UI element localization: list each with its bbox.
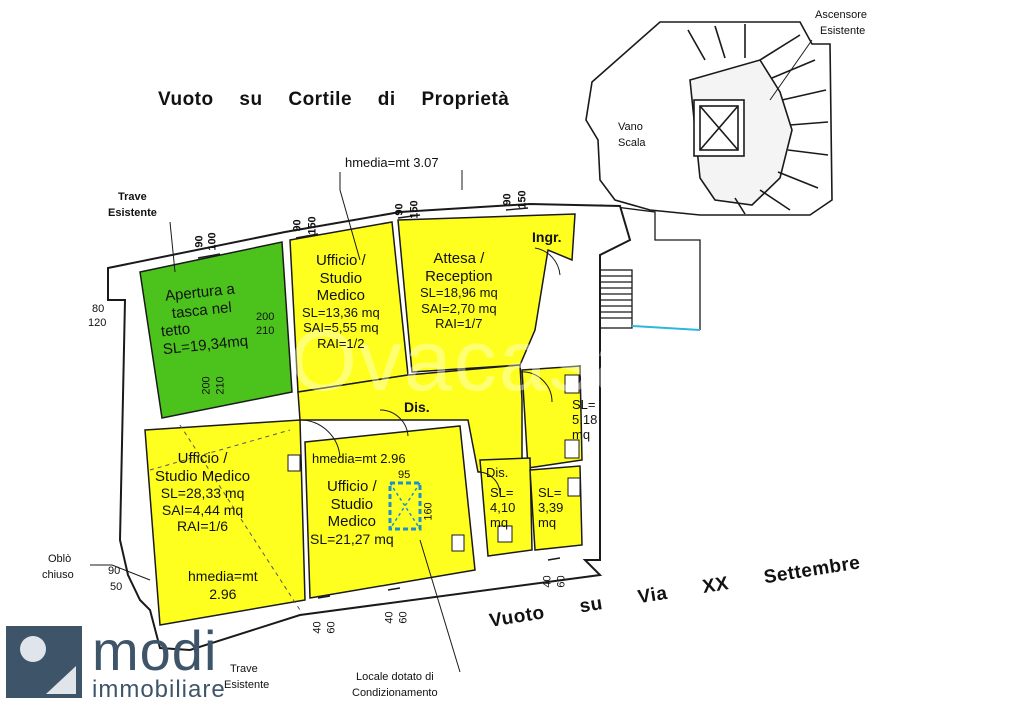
oblo-caption: Oblò xyxy=(48,553,72,565)
room-tasca-label: Apertura a tasca nel tetto SL=19,34mq xyxy=(157,280,249,359)
room-ufficio-1-line-6: RAI=1/2 xyxy=(317,335,365,351)
dim-120: 120 xyxy=(88,317,107,329)
dim-w4-b: 150 xyxy=(516,190,529,209)
room-wc-2-line-2: 4,10 xyxy=(490,499,516,515)
room-ufficio-2 xyxy=(144,419,306,626)
dim-w2-b: 150 xyxy=(306,216,319,235)
room-ufficio-1-line-5: SAI=5,55 mq xyxy=(303,320,379,336)
dim-b1-a: 40 xyxy=(311,621,324,634)
stair-caption-2: Scala xyxy=(618,137,646,149)
ac-note: Locale dotato di xyxy=(356,671,434,683)
dim-b3-a: 40 xyxy=(541,575,554,588)
beam-top-caption: Trave xyxy=(118,191,147,203)
room-tasca xyxy=(139,241,293,419)
room-dis-label: Dis. xyxy=(404,399,430,415)
room-wc-2-label: SL= 4,10 mq xyxy=(490,485,516,531)
elevator-caption: Ascensore xyxy=(815,9,867,21)
room-ufficio-2-line-2: Studio Medico xyxy=(155,467,251,485)
room-ufficio-3-line-4: Medico xyxy=(327,513,377,531)
dim-80: 80 xyxy=(92,303,105,315)
room-attesa-line-4: SAI=2,70 mq xyxy=(421,300,497,316)
room-ufficio-2-line-7: 2.96 xyxy=(209,585,237,602)
beam-bottom-caption: Trave xyxy=(230,663,258,675)
room-ufficio-1-line-1: Ufficio / xyxy=(315,252,366,269)
room-ufficio-2-line-6: hmedia=mt xyxy=(188,568,258,584)
room-ufficio-1-line-4: SL=13,36 mq xyxy=(302,305,380,321)
beam-bottom-caption-2: Esistente xyxy=(224,679,270,691)
room-attesa xyxy=(397,213,576,373)
hmedia-top: hmedia=mt 3.07 xyxy=(345,155,439,170)
dim-w3-b: 150 xyxy=(408,200,421,219)
room-wc-1-line-2: 5,18 xyxy=(572,411,598,427)
dim-w3-a: 90 xyxy=(393,203,406,216)
room-wc-2-line-1: SL= xyxy=(490,485,514,500)
dim-w1-b: 100 xyxy=(206,232,219,251)
dim-w4-a: 90 xyxy=(501,193,514,206)
room-ufficio-2-line-3: SL=28,33 mq xyxy=(160,485,245,502)
room-wc-1-line-3: mq xyxy=(572,426,591,442)
room-ufficio-2-label: Ufficio / Studio Medico SL=28,33 mq SAI=… xyxy=(155,450,250,535)
room-ufficio-3-label: Ufficio / Studio Medico SL=21,27 mq xyxy=(310,478,394,548)
elevator-caption-2: Esistente xyxy=(820,25,866,37)
room-dis-2-label: Dis. xyxy=(486,465,509,480)
room-wc-3-line-1: SL= xyxy=(538,485,562,500)
room-attesa-line-1: Attesa / xyxy=(433,250,485,267)
room-wc-3-line-2: 3,39 xyxy=(538,499,564,515)
room-wc-2-line-3: mq xyxy=(490,514,509,530)
room-wc-2 xyxy=(479,457,533,557)
room-wc-1-line-1: SL= xyxy=(572,397,596,412)
dim-b2-b: 60 xyxy=(397,611,410,624)
room-ufficio-1-line-3: Medico xyxy=(316,287,366,305)
room-ufficio-2-line-5: RAI=1/6 xyxy=(177,518,229,535)
room-attesa-label: Attesa / Reception SL=18,96 mq SAI=2,70 … xyxy=(420,250,498,331)
brand-subtitle: immobiliare xyxy=(92,676,226,703)
room-wc-3-line-3: mq xyxy=(538,514,557,530)
dim-210-b: 210 xyxy=(214,376,227,395)
room-attesa-line-3: SL=18,96 mq xyxy=(420,285,498,301)
oblo-caption-2: chiuso xyxy=(42,569,74,581)
dim-50: 50 xyxy=(110,581,123,593)
dim-210-a: 210 xyxy=(256,325,275,337)
dim-w2-a: 90 xyxy=(291,219,304,232)
beam-top-caption-2: Esistente xyxy=(108,207,157,219)
room-ufficio-2-line-1: Ufficio / xyxy=(177,450,228,467)
dim-b2-a: 40 xyxy=(383,611,396,624)
watermark: Ovacasa xyxy=(290,313,644,409)
brand-name: modi xyxy=(92,619,218,682)
brand-logo-icon xyxy=(6,626,82,698)
stair-caption: Vano xyxy=(618,121,643,133)
room-ufficio-3-line-3: Studio xyxy=(330,495,374,513)
room-ufficio-3-line-5: SL=21,27 mq xyxy=(310,531,394,548)
dim-200-b: 200 xyxy=(200,376,213,395)
stairwell xyxy=(585,21,833,216)
room-ingr-label: Ingr. xyxy=(532,229,562,245)
dim-200-a: 200 xyxy=(256,311,275,323)
room-wc-3-label: SL= 3,39 mq xyxy=(538,485,564,531)
courtyard-caption: Vuoto su Cortile di Proprietà xyxy=(158,89,510,110)
dim-b3-b: 60 xyxy=(555,575,568,588)
dim-160: 160 xyxy=(422,502,435,521)
ac-unit-marker xyxy=(388,481,422,531)
window-marks xyxy=(197,207,561,599)
room-ufficio-2-height: hmedia=mt 2.96 xyxy=(188,568,258,603)
dim-95: 95 xyxy=(398,469,411,481)
leader-lines xyxy=(90,39,813,673)
door-swings xyxy=(149,247,561,611)
dim-b1-b: 60 xyxy=(325,621,338,634)
room-ufficio-1-label: Ufficio / Studio Medico SL=13,36 mq SAI=… xyxy=(302,252,380,351)
rooms xyxy=(139,213,583,626)
fixtures xyxy=(287,374,581,552)
room-ufficio-3-line-2: Ufficio / xyxy=(326,478,377,495)
room-wc-1-label: SL= 5,18 mq xyxy=(572,397,598,443)
dim-90: 90 xyxy=(108,565,121,577)
dim-w1-a: 90 xyxy=(193,235,206,248)
room-ufficio-2-line-4: SAI=4,44 mq xyxy=(161,501,244,518)
room-ufficio-3-height: hmedia=mt 2.96 xyxy=(312,451,406,466)
room-attesa-line-5: RAI=1/7 xyxy=(435,316,483,332)
room-ufficio-1-line-2: Studio xyxy=(319,269,363,287)
room-attesa-line-2: Reception xyxy=(425,267,493,285)
ac-note-2: Condizionamento xyxy=(352,687,438,699)
